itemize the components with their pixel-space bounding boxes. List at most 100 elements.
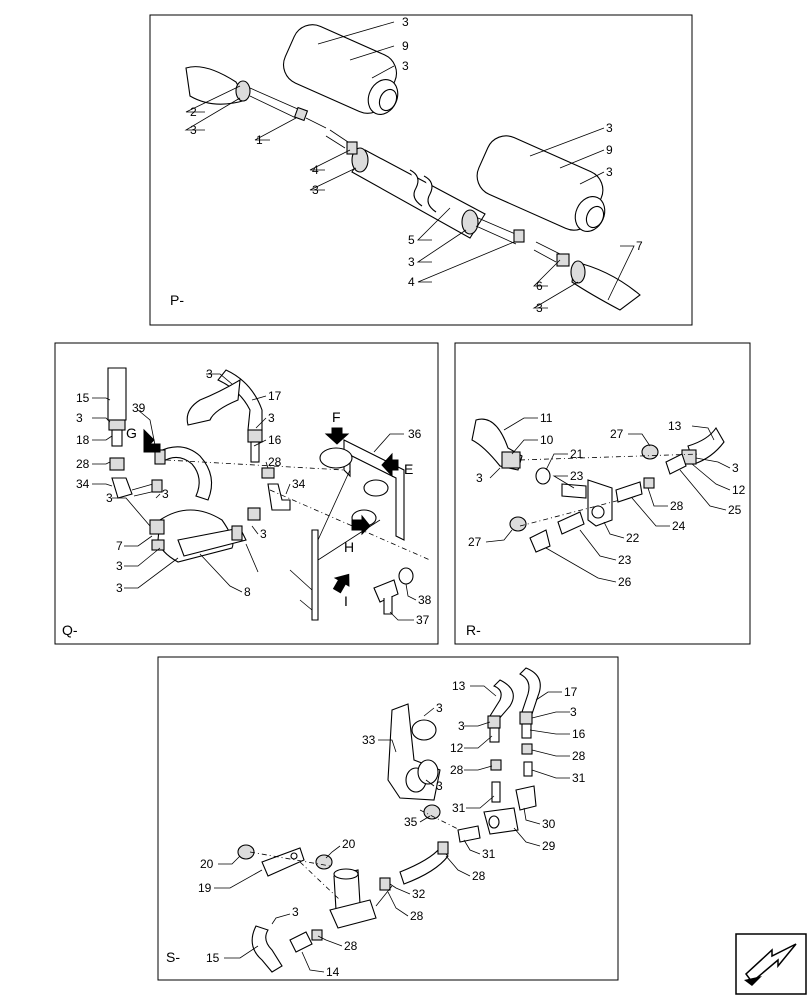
callout: 37 (416, 613, 430, 627)
bolt-20-left (237, 844, 255, 860)
callout: 24 (672, 519, 686, 533)
washer-38 (398, 567, 414, 585)
pipe-1 (249, 87, 301, 119)
hose-15 (107, 367, 127, 421)
fitting-31-r (523, 761, 533, 777)
fitting-23-top (561, 483, 587, 499)
callout: 13 (452, 679, 466, 693)
callout: 3 (206, 367, 213, 381)
valve-base (329, 899, 377, 929)
callout: 4 (312, 163, 319, 177)
tee-22 (587, 479, 613, 527)
callout: 14 (326, 965, 340, 979)
callout: 3 (536, 301, 543, 315)
callout: 16 (572, 727, 586, 741)
view-arrow-f-icon (324, 427, 350, 445)
callout: 4 (408, 275, 415, 289)
hose-7 (571, 261, 641, 311)
callout: 34 (292, 477, 306, 491)
callout: 18 (76, 433, 90, 447)
next-page-arrow-icon[interactable] (735, 933, 807, 995)
callout: 1 (256, 133, 263, 147)
callout: 9 (606, 143, 613, 157)
callout: 13 (668, 419, 682, 433)
callout: 29 (542, 839, 556, 853)
fitting-1 (293, 106, 309, 122)
callout: 28 (450, 763, 464, 777)
bracket-36-arm (311, 529, 319, 621)
elbow-30 (515, 785, 537, 811)
callout: 3 (162, 487, 169, 501)
bolt-20-right (315, 854, 333, 870)
callout: 31 (452, 801, 466, 815)
panel-q-frame (54, 342, 439, 645)
callout: 3 (76, 411, 83, 425)
view-letter: H (344, 539, 354, 555)
callout: 3 (116, 559, 123, 573)
callout: 3 (732, 461, 739, 475)
sleeve-12 (489, 727, 500, 743)
callout: 3 (292, 905, 299, 919)
callout: 6 (536, 279, 543, 293)
callout: 28 (670, 499, 684, 513)
callout: 11 (540, 411, 553, 425)
callout: 15 (206, 951, 220, 965)
callout: 27 (468, 535, 482, 549)
clamp-f (319, 447, 353, 469)
callout: 30 (542, 817, 556, 831)
callout: 21 (570, 447, 584, 461)
callout: 28 (344, 939, 358, 953)
callout: 39 (132, 401, 146, 415)
view-arrow-g-icon (143, 428, 161, 453)
callout: 9 (402, 39, 409, 53)
callout: 38 (418, 593, 432, 607)
clip-26 (529, 529, 551, 553)
callout: 31 (482, 847, 496, 861)
callout: 3 (402, 59, 409, 73)
clamp-3-left (235, 80, 251, 102)
hose-32 (399, 847, 449, 885)
view-arrow-i-icon (332, 573, 350, 594)
callout: 5 (408, 233, 415, 247)
callout: 3 (458, 719, 465, 733)
callout: 10 (540, 433, 554, 447)
callout: 27 (610, 427, 624, 441)
callout: 3 (312, 183, 319, 197)
panel-q-callouts: 3 17 3 16 28 34 15 3 39 18 28 34 3 3 7 3… (76, 367, 432, 627)
callout: 19 (198, 881, 212, 895)
panel-q: Q- (54, 342, 439, 645)
callout: 16 (268, 433, 282, 447)
clamp-3-mid2 (461, 209, 479, 235)
bolt-35 (423, 804, 441, 820)
panel-r: R- 11 (454, 342, 751, 645)
callout: 12 (450, 741, 464, 755)
view-letter: F (332, 409, 341, 425)
bracket-19 (261, 847, 305, 877)
sleeve-16 (521, 723, 532, 739)
clamp-28 (643, 477, 655, 489)
callout: 2 (190, 105, 197, 119)
callout: 23 (570, 469, 584, 483)
callout: 28 (410, 909, 424, 923)
nut-4 (346, 141, 358, 155)
callout: 22 (626, 531, 640, 545)
callout: 28 (268, 455, 282, 469)
callout: 17 (268, 389, 282, 403)
callout: 3 (402, 15, 409, 29)
panel-q-label: Q- (62, 622, 78, 638)
fitting-24 (615, 481, 643, 503)
hose-8 (177, 527, 247, 557)
callout: 17 (564, 685, 578, 699)
panel-s-callouts: 13 17 3 3 16 12 28 28 31 33 3 3 31 35 30… (198, 679, 586, 979)
callout: 28 (472, 869, 486, 883)
callout: 3 (190, 123, 197, 137)
callout: 3 (268, 411, 275, 425)
view-arrow-h-icon (351, 514, 371, 536)
callout: 35 (404, 815, 418, 829)
panel-p-callouts: 3 9 3 2 3 1 4 3 3 9 3 5 3 4 7 6 3 (190, 15, 643, 315)
view-letter: G (126, 425, 137, 441)
fitting-31-mid (457, 825, 481, 843)
callout: 20 (200, 857, 214, 871)
fitting-23-bottom (557, 511, 585, 535)
seal-21 (535, 467, 551, 485)
